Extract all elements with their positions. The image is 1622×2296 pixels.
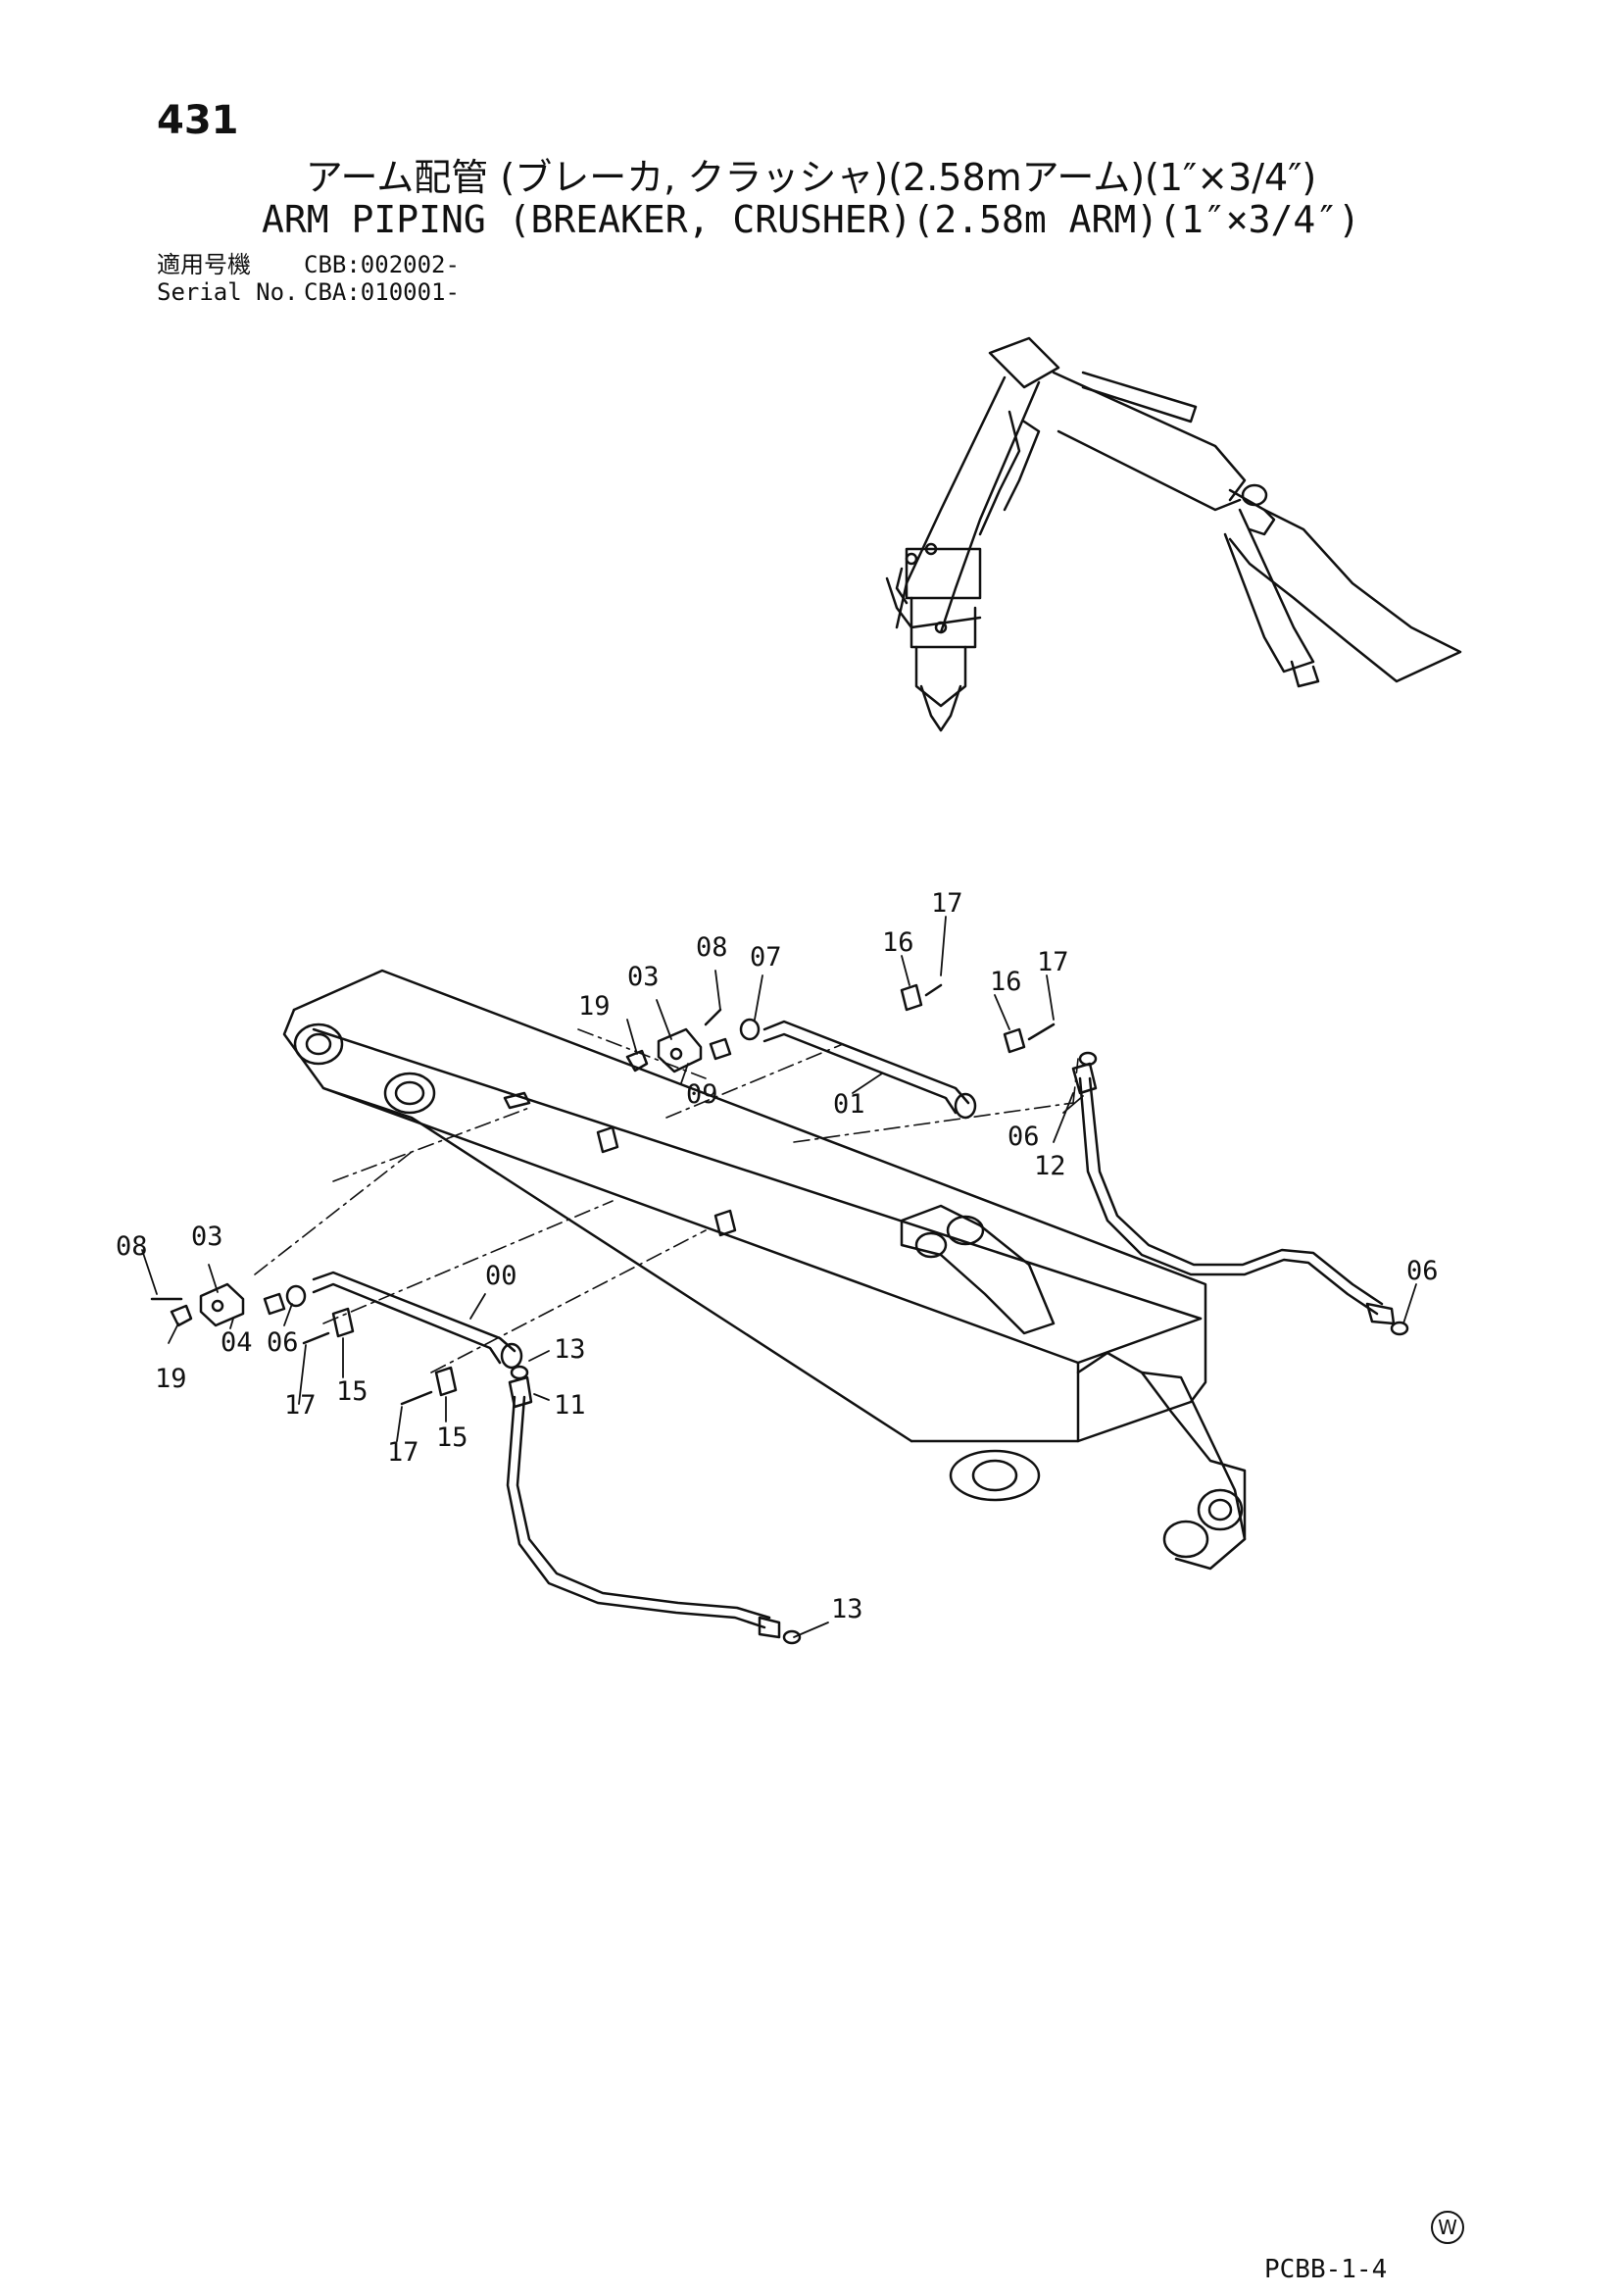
serial-label: 適用号機 xyxy=(157,251,251,278)
callout-12: 12 xyxy=(1034,1151,1066,1181)
callout-17-b: 17 xyxy=(387,1437,419,1468)
callout-16-b: 16 xyxy=(990,967,1022,997)
callout-16-a: 16 xyxy=(882,927,914,958)
serial-info: 適用号機 CBB:002002- Serial No.CBA:010001- xyxy=(157,251,460,306)
serial-label: Serial No. xyxy=(157,278,299,306)
hose-12 xyxy=(1071,1051,1409,1336)
callout-17-d: 17 xyxy=(1037,947,1069,977)
pipe-01 xyxy=(762,1020,977,1120)
callout-15-b: 15 xyxy=(436,1423,468,1453)
title-english: ARM PIPING (BREAKER, CRUSHER)(2.58m ARM)… xyxy=(261,198,1361,241)
part-callouts: 08 03 04 06 19 17 15 17 15 00 13 11 13 1… xyxy=(116,888,1439,1624)
callout-09: 09 xyxy=(686,1079,718,1110)
callout-19-upper: 19 xyxy=(578,991,611,1022)
title-japanese: アーム配管 (ブレーカ, クラッシャ)(2.58mアーム)(1″×3/4″) xyxy=(305,156,1317,199)
leader-lines xyxy=(141,916,1417,1638)
callout-03-lower: 03 xyxy=(191,1222,223,1252)
callout-07: 07 xyxy=(750,942,782,973)
hose-11 xyxy=(506,1365,802,1645)
serial-row-jp: 適用号機 CBB:002002- xyxy=(157,251,460,278)
assembly-lines xyxy=(254,1028,1079,1373)
callout-08-upper: 08 xyxy=(696,932,728,963)
callout-13-upper: 13 xyxy=(554,1334,586,1365)
callout-03-upper: 03 xyxy=(627,962,660,992)
overview-excavator-arm xyxy=(885,336,1462,732)
page-number: 431 xyxy=(157,98,239,143)
callout-01: 01 xyxy=(833,1089,865,1120)
callout-06-lower: 06 xyxy=(267,1327,299,1358)
serial-row-en: Serial No.CBA:010001- xyxy=(157,278,460,306)
w-circle-mark: W xyxy=(1431,2211,1464,2244)
pipe-00 xyxy=(312,1271,523,1370)
callout-17-a: 17 xyxy=(284,1390,317,1421)
callout-15-a: 15 xyxy=(336,1376,369,1407)
callout-08-lower: 08 xyxy=(116,1231,148,1262)
clamps-15-lower xyxy=(302,1307,458,1406)
callout-13-lower: 13 xyxy=(831,1594,863,1624)
callout-06-right: 06 xyxy=(1406,1256,1439,1286)
callout-19-lower: 19 xyxy=(155,1364,187,1394)
serial-value: CBA:010001- xyxy=(304,278,460,306)
callout-11: 11 xyxy=(554,1390,586,1421)
document-code: PCBB-1-4 xyxy=(1264,2255,1388,2284)
callout-17-c: 17 xyxy=(931,888,963,919)
block-03-lower xyxy=(150,1282,307,1327)
callout-04: 04 xyxy=(221,1327,253,1358)
arm-body xyxy=(282,969,1247,1571)
callout-00: 00 xyxy=(485,1261,517,1291)
clamps-16-upper xyxy=(900,983,1056,1054)
callout-06-upper: 06 xyxy=(1008,1122,1040,1152)
block-03-upper xyxy=(625,1008,761,1073)
serial-value: CBB:002002- xyxy=(304,251,460,278)
